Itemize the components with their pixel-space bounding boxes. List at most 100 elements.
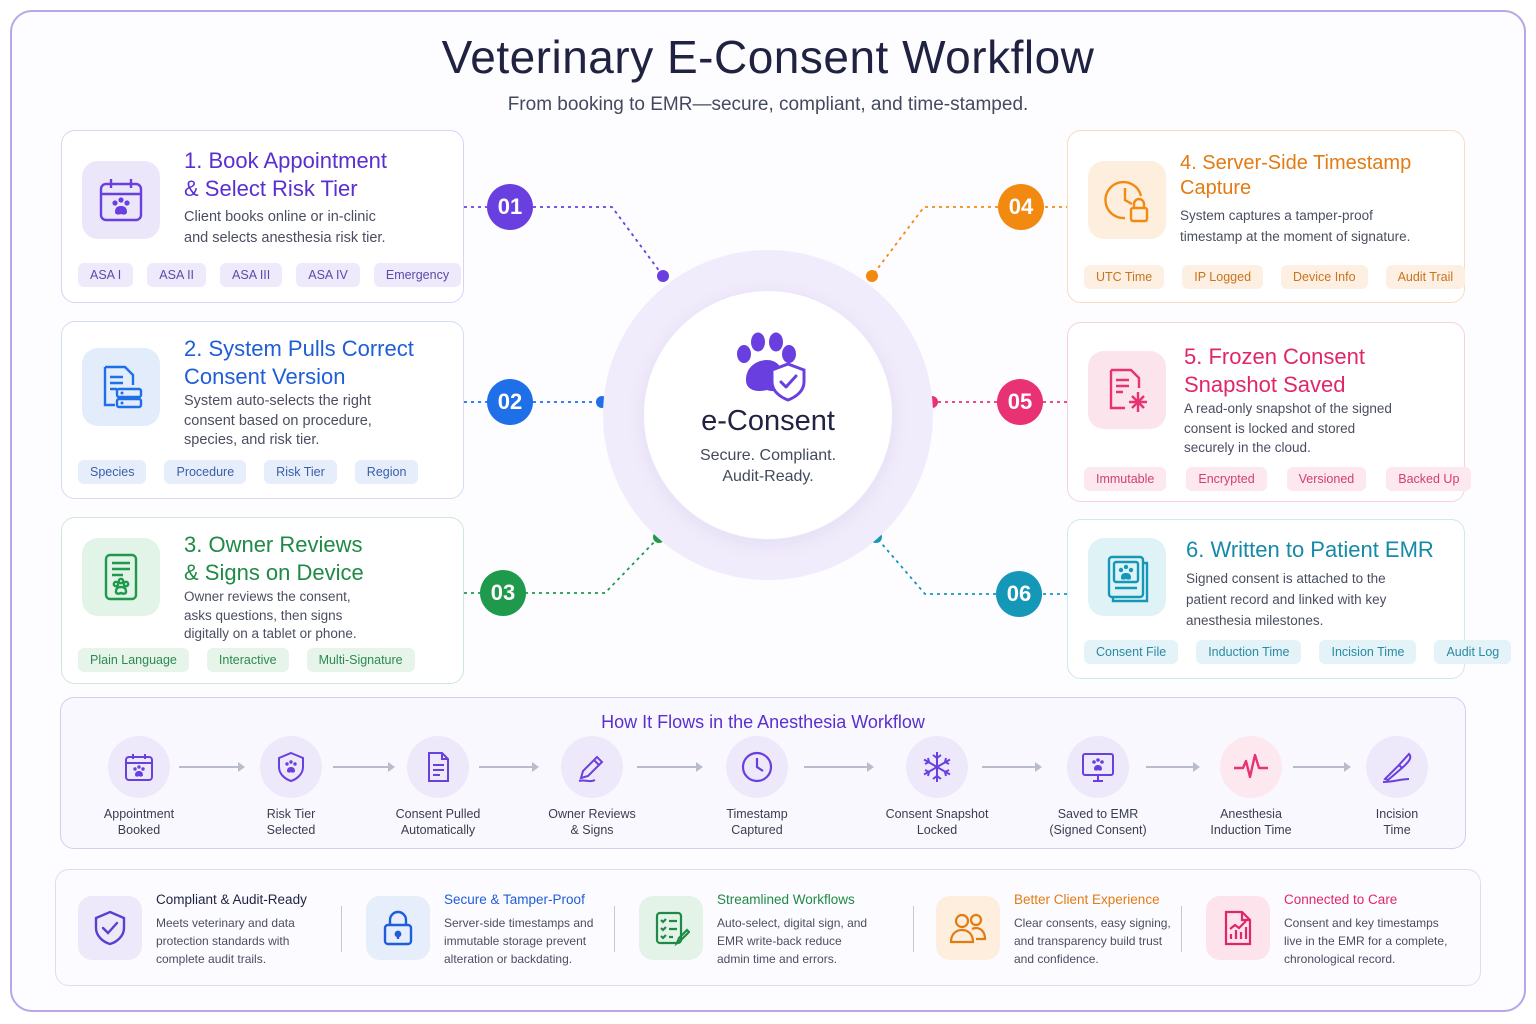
tag: Induction Time <box>1196 640 1302 664</box>
divider <box>341 906 342 952</box>
flow-label-line1: Timestamp <box>726 807 788 821</box>
heartbeat-icon <box>1220 736 1282 798</box>
clock-lock-icon <box>1088 161 1166 239</box>
tag: Multi-Signature <box>306 648 415 672</box>
center-subtitle-line2: Audit-Ready. <box>722 468 814 485</box>
step-title: 2. System Pulls Correct Consent Version <box>184 335 414 391</box>
flow-label-line1: Consent Snapshot <box>885 807 989 821</box>
document-icon <box>407 736 469 798</box>
tag-list: ASA I ASA II ASA III ASA IV Emergency <box>78 263 462 287</box>
tag-list: Immutable Encrypted Versioned Backed Up <box>1084 467 1472 491</box>
flow-label-line2: Captured <box>731 823 783 837</box>
flow-step-owner-signs: Owner Reviews& Signs <box>517 736 667 838</box>
step-desc-line2: consent is locked and stored <box>1184 420 1356 436</box>
flow-label-line2: Automatically <box>400 823 476 837</box>
flow-arrow <box>479 762 539 772</box>
tag: ASA I <box>78 263 134 287</box>
step-desc-line3: anesthesia milestones. <box>1186 613 1324 628</box>
tag-list: Species Procedure Risk Tier Region <box>78 460 447 484</box>
shield-check-icon <box>78 896 142 960</box>
tag: Emergency <box>373 263 462 287</box>
step-desc-line1: Signed consent is attached to the <box>1186 571 1386 586</box>
flow-label-line1: Appointment <box>103 807 175 821</box>
flow-step-label: Saved to EMR(Signed Consent) <box>1023 806 1173 838</box>
center-subtitle: Secure. Compliant. Audit-Ready. <box>643 445 893 487</box>
tag: ASA III <box>220 263 283 287</box>
people-icon <box>936 896 1000 960</box>
tag: Interactive <box>206 648 289 672</box>
tag: Procedure <box>164 460 247 484</box>
step-desc-line2: timestamp at the moment of signature. <box>1180 229 1411 244</box>
flow-label-line1: Owner Reviews <box>548 807 636 821</box>
tag: IP Logged <box>1182 265 1264 289</box>
flow-label-line1: Risk Tier <box>266 807 316 821</box>
tag: Consent File <box>1084 640 1179 664</box>
flow-arrow <box>179 762 245 772</box>
flow-label-line1: Consent Pulled <box>395 807 481 821</box>
flow-arrow <box>637 762 703 772</box>
tag-list: UTC Time IP Logged Device Info Audit Tra… <box>1084 265 1466 289</box>
document-server-icon <box>82 348 160 426</box>
tag: Region <box>354 460 419 484</box>
benefit-title: Compliant & Audit-Ready <box>156 892 307 907</box>
benefit-description: Meets veterinary and data protection sta… <box>156 916 295 966</box>
step-desc-line1: System captures a tamper-proof <box>1180 208 1373 223</box>
tag: UTC Time <box>1084 265 1165 289</box>
tag: Immutable <box>1084 467 1167 491</box>
anesthesia-workflow-panel: How It Flows in the Anesthesia Workflow … <box>60 697 1466 849</box>
step-badge-05: 05 <box>997 379 1043 425</box>
flow-title: How It Flows in the Anesthesia Workflow <box>601 712 925 732</box>
step-description: Owner reviews the consent, asks question… <box>184 588 357 644</box>
step-description: System captures a tamper-proof timestamp… <box>1180 205 1410 247</box>
divider <box>1181 906 1182 952</box>
flow-arrow <box>1293 762 1351 772</box>
tag: Incision Time <box>1319 640 1417 664</box>
step-desc-line3: species, and risk tier. <box>184 432 320 448</box>
benefit-description: Consent and key timestamps live in the E… <box>1284 916 1448 966</box>
step-title-line2: Capture <box>1180 177 1252 199</box>
step-desc-line2: patient record and linked with key <box>1186 592 1387 607</box>
step-title-line2: Consent Version <box>184 364 346 389</box>
step-desc-line1: Owner reviews the consent, <box>184 589 351 604</box>
step-title-line2: & Select Risk Tier <box>184 176 358 201</box>
calendar-icon <box>108 736 170 798</box>
snowflake-icon <box>906 736 968 798</box>
tablet-paw-icon <box>82 538 160 616</box>
calendar-paw-icon <box>82 161 160 239</box>
step-title: 3. Owner Reviews & Signs on Device <box>184 531 364 587</box>
step-badge-06: 06 <box>996 571 1042 617</box>
tag: Encrypted <box>1186 467 1267 491</box>
document-snowflake-icon <box>1088 351 1166 429</box>
tag: Backed Up <box>1386 467 1472 491</box>
pen-icon <box>561 736 623 798</box>
step-title-line2: Snapshot Saved <box>1184 372 1346 397</box>
tag: Species <box>78 460 147 484</box>
step-title-line2: & Signs on Device <box>184 560 364 585</box>
benefit-title: Connected to Care <box>1284 892 1398 907</box>
flow-label-line2: Locked <box>916 823 958 837</box>
step-desc-line1: System auto-selects the right <box>184 393 371 409</box>
divider <box>614 906 615 952</box>
step-desc-line1: A read-only snapshot of the signed <box>1184 401 1392 416</box>
benefit-description: Clear consents, easy signing, and transp… <box>1014 916 1171 966</box>
step-desc-line2: and selects anesthesia risk tier. <box>184 230 386 246</box>
step-desc-line3: digitally on a tablet or phone. <box>184 626 357 641</box>
flow-step-saved-emr: Saved to EMR(Signed Consent) <box>1023 736 1173 838</box>
step-title: 4. Server-Side Timestamp Capture <box>1180 151 1411 201</box>
tag: Audit Log <box>1434 640 1512 664</box>
page-title: Veterinary E-Consent Workflow <box>441 31 1095 83</box>
step-description: A read-only snapshot of the signed conse… <box>1184 399 1392 458</box>
step-description: Signed consent is attached to the patien… <box>1186 568 1386 631</box>
chart-document-icon <box>1206 896 1270 960</box>
